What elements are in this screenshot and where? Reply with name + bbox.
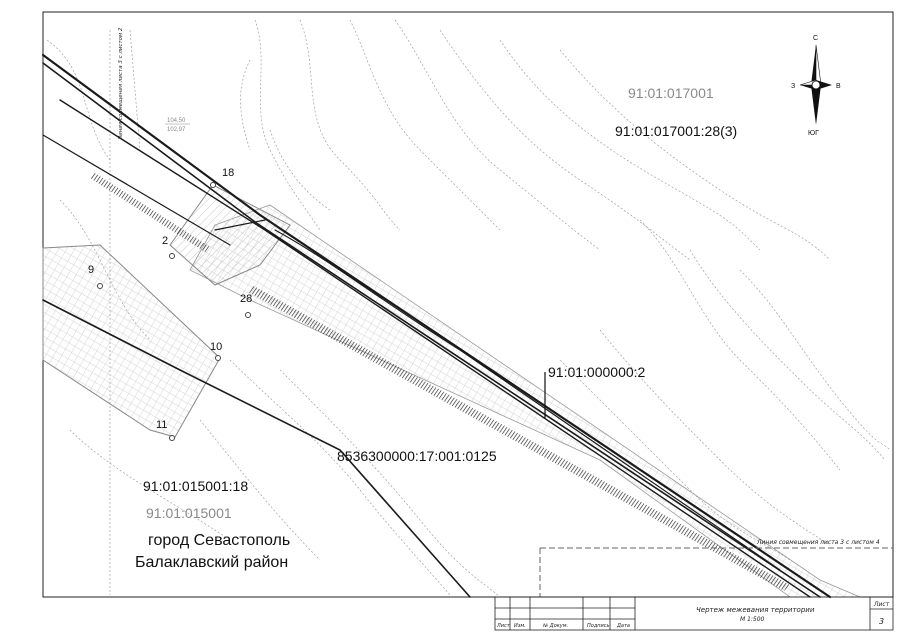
boundary-lines bbox=[539, 547, 893, 597]
title-block bbox=[494, 596, 894, 631]
point-label-18: 18 bbox=[222, 167, 234, 179]
north-arrow-icon: С ЮГ З В bbox=[791, 35, 841, 137]
place-district: Балаклавский район bbox=[135, 554, 288, 571]
point-label-10: 10 bbox=[210, 341, 222, 353]
parcel-18-2 bbox=[169, 184, 291, 286]
match-line-left: Линия совмещения листа 3 с листом 2 bbox=[118, 27, 124, 141]
east-label: В bbox=[836, 83, 841, 90]
match-line-right: Линия совмещения листа 3 с листом 4 bbox=[756, 539, 880, 546]
contour-lines bbox=[46, 19, 891, 598]
elevation-label-1: 104,50 bbox=[167, 118, 186, 124]
label-parcel-left: 91:01:015001:18 bbox=[143, 478, 248, 494]
point-label-11: 11 bbox=[156, 419, 167, 431]
place-city: город Севастополь bbox=[148, 532, 290, 549]
title-col-doc: № Докум. bbox=[542, 623, 568, 629]
survey-points bbox=[97, 182, 251, 441]
north-label: С bbox=[813, 35, 818, 42]
point-label-9: 9 bbox=[88, 264, 94, 276]
sheet-number: 3 bbox=[879, 617, 884, 626]
label-corridor: 8536300000:17:001:0125 bbox=[337, 448, 497, 464]
title-col-date: Дата bbox=[616, 623, 630, 629]
west-label: З bbox=[791, 83, 795, 90]
elevation-label-2: 102,97 bbox=[167, 127, 186, 133]
label-parcel-top: 91:01:017001:28(3) bbox=[615, 123, 737, 139]
drawing-scale: М 1:500 bbox=[740, 616, 765, 623]
south-label: ЮГ bbox=[808, 130, 819, 137]
label-quarter-left: 91:01:015001 bbox=[146, 505, 232, 521]
parcel-9-10-11 bbox=[42, 244, 221, 438]
point-label-2: 2 bbox=[162, 235, 168, 247]
title-col-sign: Подпись bbox=[587, 623, 610, 629]
point-label-28: 28 bbox=[240, 293, 252, 305]
embankment-upper bbox=[90, 173, 210, 252]
label-road: 91:01:000000:2 bbox=[548, 364, 646, 380]
embankment-lower bbox=[248, 286, 790, 591]
drawing-title: Чертеж межевания территории bbox=[696, 606, 815, 614]
title-col-change: Изм. bbox=[514, 623, 526, 629]
sheet-label: Лист bbox=[873, 601, 890, 608]
label-quarter-top: 91:01:017001 bbox=[628, 85, 714, 101]
road-lines bbox=[41, 53, 832, 599]
title-col-sheet: Лист bbox=[496, 623, 511, 629]
